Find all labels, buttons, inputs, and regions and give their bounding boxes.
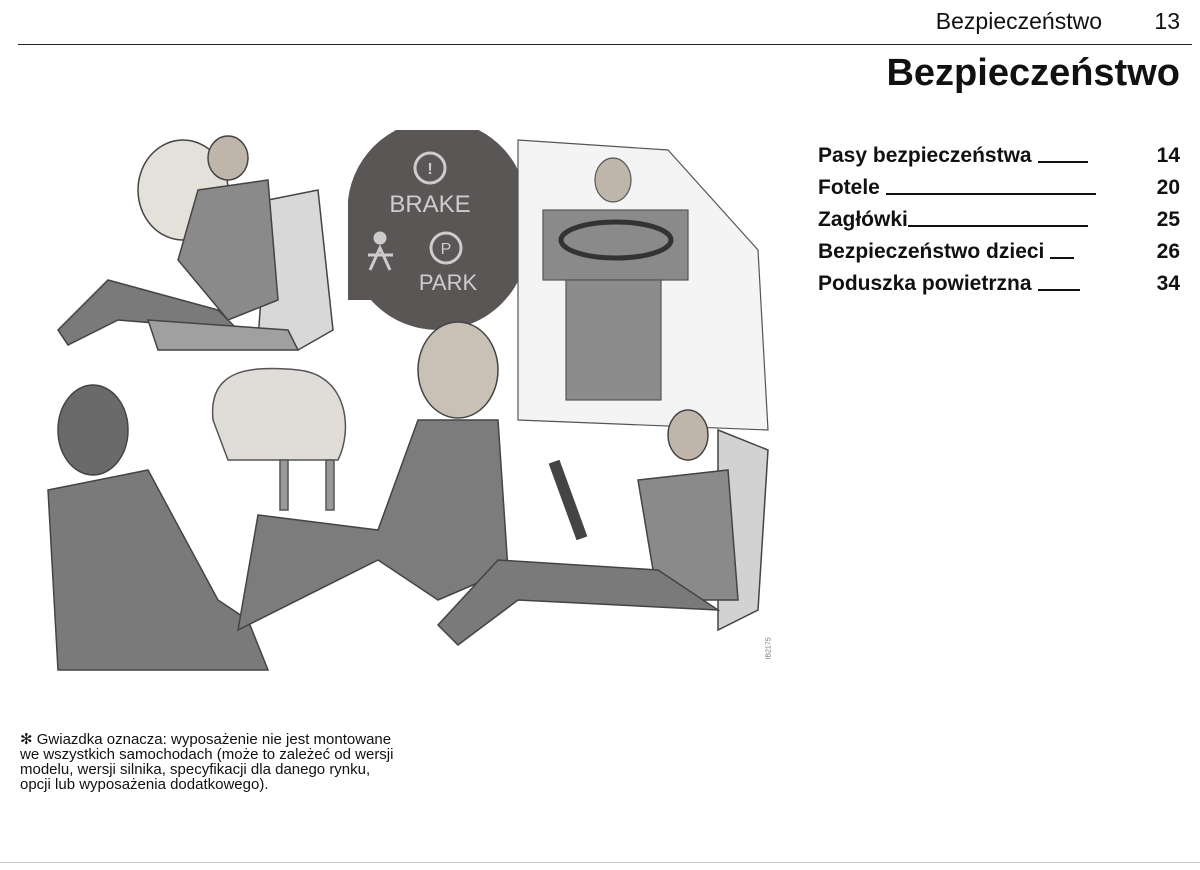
toc-page: 20: [1156, 176, 1180, 199]
asterisk-icon: ✻: [20, 731, 33, 748]
toc-label: Poduszka powietrzna: [818, 272, 1032, 295]
driver-profile-figure: [436, 409, 769, 646]
toc-page: 25: [1156, 208, 1180, 231]
page-title: Bezpieczeństwo: [886, 52, 1180, 94]
toc-item[interactable]: Poduszka powietrzna 34: [818, 264, 1180, 296]
footnote-text: Gwiazdka oznacza: wyposażenie nie jest m…: [20, 731, 394, 793]
header-divider: [18, 44, 1192, 45]
safety-illustration: ! BRAKE P PARK: [47, 130, 769, 671]
toc-leader: [1037, 161, 1088, 163]
toc-page: 34: [1156, 272, 1180, 295]
toc-label: Zagłówki: [818, 208, 908, 231]
toc-leader: [885, 193, 1096, 195]
brake-label: BRAKE: [389, 191, 470, 218]
pregnant-woman-figure: [237, 321, 509, 632]
toc-item[interactable]: Pasy bezpieczeństwa 14: [818, 136, 1180, 168]
illustration-code: IB2175: [765, 637, 773, 660]
warning-lamp-panel: ! BRAKE P PARK: [348, 130, 528, 330]
toc-item[interactable]: Bezpieczeństwo dzieci 26: [818, 232, 1180, 264]
toc-label: Fotele: [818, 176, 880, 199]
footnote: ✻ Gwiazdka oznacza: wyposażenie nie jest…: [20, 732, 400, 792]
brake-symbol: !: [427, 161, 432, 178]
car-front-driver-figure: [517, 139, 769, 431]
park-label: PARK: [419, 270, 478, 295]
toc-leader: [907, 225, 1088, 227]
toc-leader: [1050, 257, 1075, 259]
toc-leader: [1037, 289, 1080, 291]
header-section-title: Bezpieczeństwo: [935, 8, 1102, 34]
table-of-contents: Pasy bezpieczeństwa 14 Fotele 20 Zagłówki 2…: [818, 136, 1180, 296]
toc-item[interactable]: Zagłówki 25: [818, 200, 1180, 232]
toc-label: Pasy bezpieczeństwa: [818, 144, 1032, 167]
park-symbol: P: [441, 241, 452, 258]
airbag-driver-figure: [57, 135, 334, 351]
header-page-number: 13: [1154, 8, 1180, 34]
toc-label: Bezpieczeństwo dzieci: [818, 240, 1045, 263]
seatbelt-icon: [368, 231, 393, 271]
toc-item[interactable]: Fotele 20: [818, 168, 1180, 200]
park-brake-icon: [429, 231, 463, 265]
brake-warning-icon: [413, 151, 447, 185]
toc-page: 14: [1156, 144, 1180, 167]
headrest-figure: [211, 367, 347, 511]
toc-page: 26: [1156, 240, 1180, 263]
footer-divider: [0, 862, 1200, 863]
